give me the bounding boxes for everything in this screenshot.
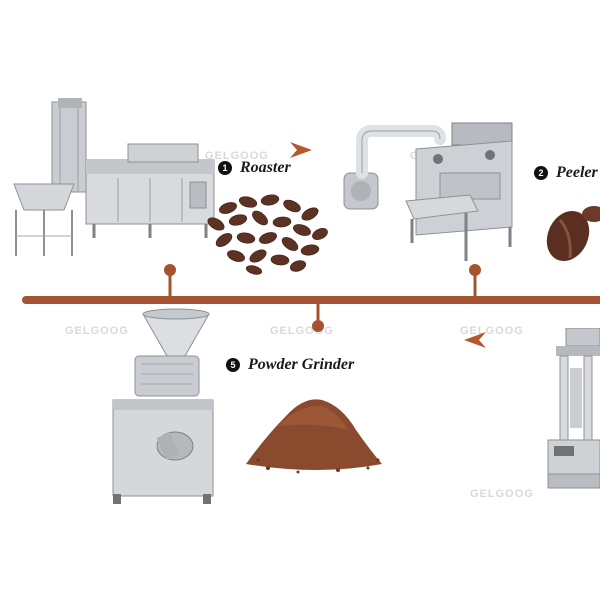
watermark: GELGOOG <box>65 325 129 337</box>
step-number-badge: 5 <box>226 358 240 372</box>
peeled-bean-image <box>546 206 600 262</box>
step-number-badge: 2 <box>534 166 548 180</box>
step-number-badge: 1 <box>218 161 232 175</box>
step-label-peeler: 2 Peeler <box>534 164 598 182</box>
peeler-machine-image <box>343 122 513 261</box>
cocoa-powder-image <box>246 399 382 474</box>
step-label-powder-grinder: 5 Powder Grinder <box>226 356 354 374</box>
step-name: Powder Grinder <box>248 356 355 373</box>
watermark: GELGOOG <box>205 150 269 162</box>
watermark: GELGOOG <box>460 325 524 337</box>
step-name: Peeler <box>556 164 598 181</box>
roaster-machine-image <box>13 98 215 256</box>
oil-press-machine-image <box>547 328 600 489</box>
watermark: GELGOOG <box>470 488 534 500</box>
step-name: Roaster <box>240 159 291 176</box>
timeline <box>22 264 600 332</box>
step-label-roaster: 1 Roaster <box>218 159 291 177</box>
cocoa-beans-image <box>207 194 328 275</box>
powder-grinder-machine-image <box>112 308 214 504</box>
flow-arrow-right-icon <box>290 142 312 158</box>
flow-arrow-left-icon <box>464 332 486 348</box>
